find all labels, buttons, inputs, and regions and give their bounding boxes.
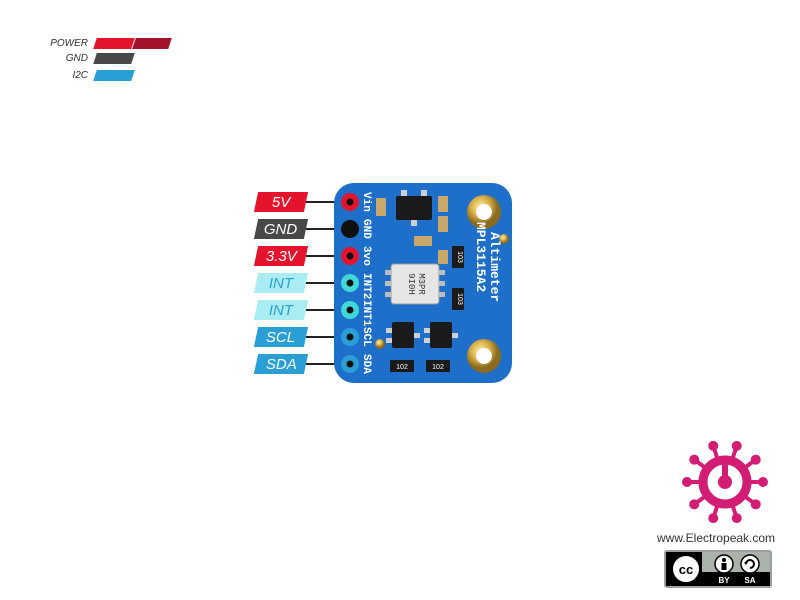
via (375, 339, 385, 349)
svg-text:102: 102 (432, 364, 444, 371)
legend-bar-power (93, 38, 135, 49)
silk-label-3: 3vo (360, 246, 372, 266)
legend-label-i2c: I2C (72, 70, 88, 81)
logo-dot (750, 454, 761, 465)
svg-text:cc: cc (679, 562, 693, 577)
cc-by-sa-license-badge: cc BY SA (664, 550, 772, 588)
svg-text:102: 102 (396, 364, 408, 371)
pin-tag-text: SDA (265, 355, 297, 373)
legend-bar-i2c (93, 70, 135, 81)
cc-icon: cc (671, 554, 701, 584)
logo-dot (731, 440, 742, 451)
logo-dot (758, 477, 768, 487)
share-alike-icon (740, 554, 760, 574)
pin-leader-line (306, 228, 350, 230)
legend-bar-power-dark (132, 38, 172, 49)
website-url: www.Electropeak.com (657, 531, 776, 545)
board-title-altimeter: Altimeter (487, 232, 502, 302)
capacitor (438, 216, 448, 232)
legend-bar-gnd (93, 53, 135, 64)
mounting-hole-top (467, 195, 501, 229)
mosfet-left (386, 322, 420, 348)
pin-tag-text: 3.3V (265, 247, 297, 265)
silk-label-4: INT2 (360, 273, 372, 299)
capacitor (414, 236, 432, 246)
legend-label-power: POWER (50, 38, 88, 49)
pin-tag-5: INT (253, 300, 309, 320)
pin-leader-line (306, 309, 350, 311)
logo-dot (708, 513, 719, 524)
logo-dot (689, 499, 700, 510)
board-title-part: MPL3115A2 (473, 222, 488, 292)
silk-label-7: SDA (360, 354, 372, 374)
pin-tag-4: INT (253, 273, 309, 293)
license-by-label: BY (718, 576, 730, 585)
pin-tag-7: SDA (253, 354, 309, 374)
silk-label-5: INT1 (360, 300, 372, 327)
electropeak-logo-icon (682, 440, 768, 524)
silk-label-2: GND (360, 219, 372, 239)
capacitor (438, 196, 448, 212)
pcb (334, 183, 512, 383)
pin-tag-3: 3.3V (253, 246, 309, 266)
mosfet-right (424, 322, 458, 348)
silk-label-6: SCL (360, 327, 372, 347)
resistor-103-bottom: 103 (452, 288, 464, 310)
license-sa-label: SA (744, 576, 755, 585)
legend-label-gnd: GND (65, 53, 88, 64)
silk-label-1: Vin (360, 192, 372, 212)
svg-text:103: 103 (456, 251, 463, 263)
pin-tag-6: SCL (253, 327, 309, 347)
capacitor (438, 250, 448, 264)
pressure-sensor-chip: M3PR 9I0H (385, 263, 445, 305)
resistor-103-top: 103 (452, 246, 464, 268)
via (499, 234, 509, 244)
chip-marking: M3PR (416, 273, 426, 295)
pin-tag-text: INT (268, 274, 294, 292)
pin-leader-line (306, 282, 350, 284)
logo-dot (750, 499, 761, 510)
mounting-hole-bottom (467, 339, 501, 373)
capacitor (376, 198, 386, 216)
pin-leader-line (306, 363, 350, 365)
pin-tag-text: GND (264, 220, 298, 238)
svg-text:103: 103 (456, 293, 463, 305)
logo-dot (731, 513, 742, 524)
logo-dot (689, 454, 700, 465)
pin-leader-line (306, 336, 350, 338)
pin-tag-text: 5V (271, 193, 291, 211)
pin-tag-text: SCL (266, 328, 296, 346)
pin-leader-line (306, 201, 350, 203)
resistor-102-left: 102 (390, 360, 414, 372)
pin-leader-line (306, 255, 350, 257)
resistor-102-right: 102 (426, 360, 450, 372)
logo-dot (708, 440, 719, 451)
chip-marking: 9I0H (406, 273, 416, 295)
pin-tag-1: 5V (253, 192, 309, 212)
pin-tag-text: INT (268, 301, 294, 319)
voltage-regulator (396, 190, 432, 226)
pin-tag-2: GND (253, 219, 309, 239)
attribution-icon (714, 554, 734, 574)
logo-dot (682, 477, 692, 487)
